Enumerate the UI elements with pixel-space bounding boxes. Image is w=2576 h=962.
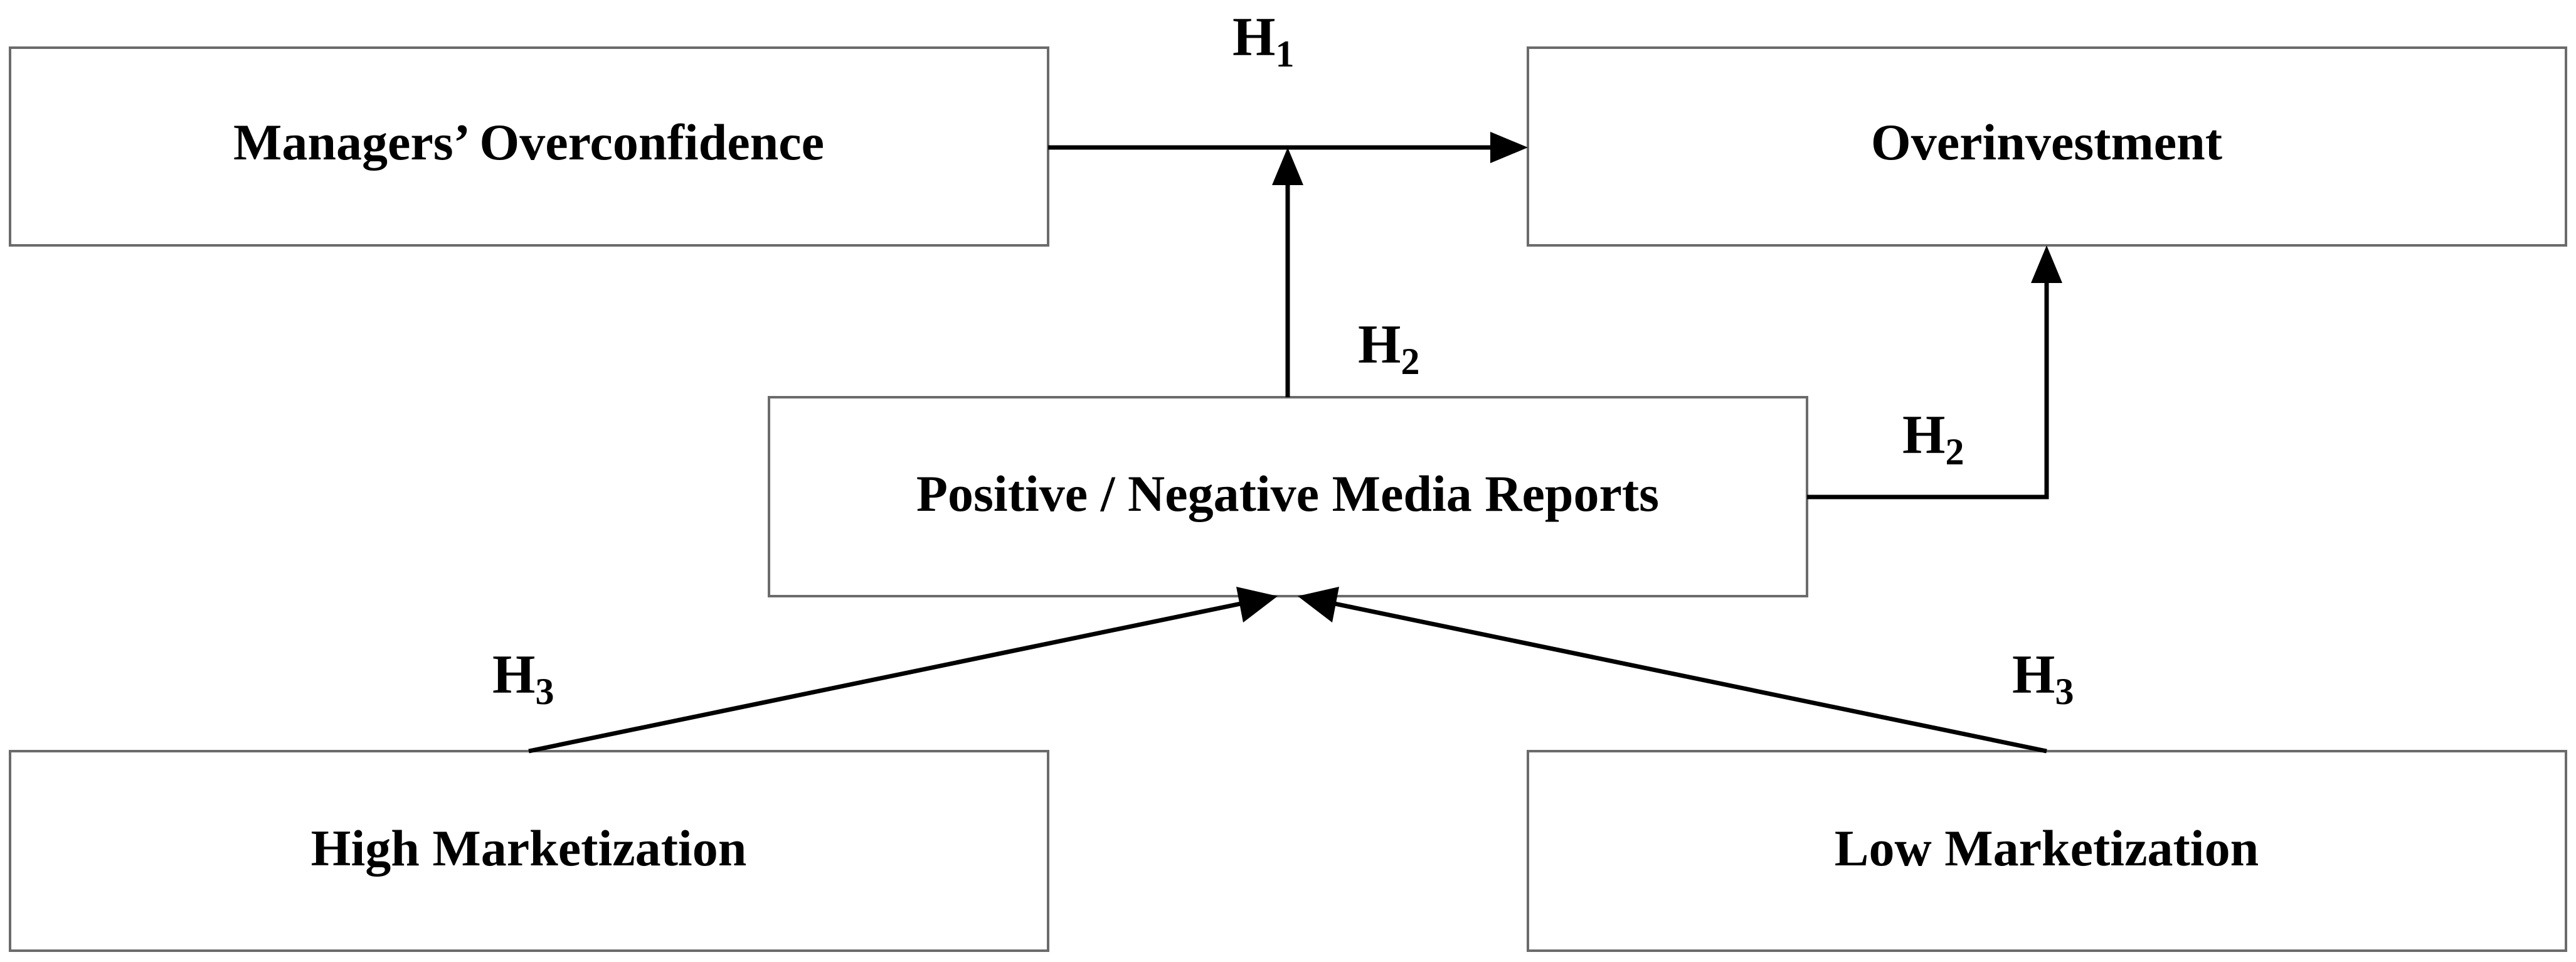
- hypothesis-label-h3-low: H3: [2012, 644, 2074, 712]
- node-label: Managers’ Overconfidence: [233, 114, 824, 171]
- arrow-h3-low: [1298, 587, 2047, 754]
- hypothesis-label-h1: H1: [1232, 7, 1294, 75]
- node-managers-overconfidence: Managers’ Overconfidence: [9, 46, 1049, 247]
- arrow-h3-high: [528, 587, 1278, 754]
- node-label: Overinvestment: [1871, 114, 2222, 171]
- hypothesis-label-h2-moderation: H2: [1358, 314, 1419, 382]
- node-label: Low Marketization: [1835, 820, 2259, 877]
- hypothesis-label-h3-high: H3: [492, 644, 554, 712]
- node-high-marketization: High Marketization: [9, 750, 1049, 952]
- node-overinvestment: Overinvestment: [1527, 46, 2567, 247]
- arrow-h2-direct: [1807, 245, 2062, 500]
- arrow-h1: [1048, 132, 1528, 163]
- node-label: Positive / Negative Media Reports: [916, 465, 1659, 522]
- node-low-marketization: Low Marketization: [1527, 750, 2567, 952]
- hypothesis-label-h2-direct: H2: [1902, 405, 1964, 473]
- node-label: High Marketization: [311, 820, 747, 877]
- node-media-reports: Positive / Negative Media Reports: [768, 396, 1808, 597]
- arrow-h2-moderation: [1272, 147, 1303, 397]
